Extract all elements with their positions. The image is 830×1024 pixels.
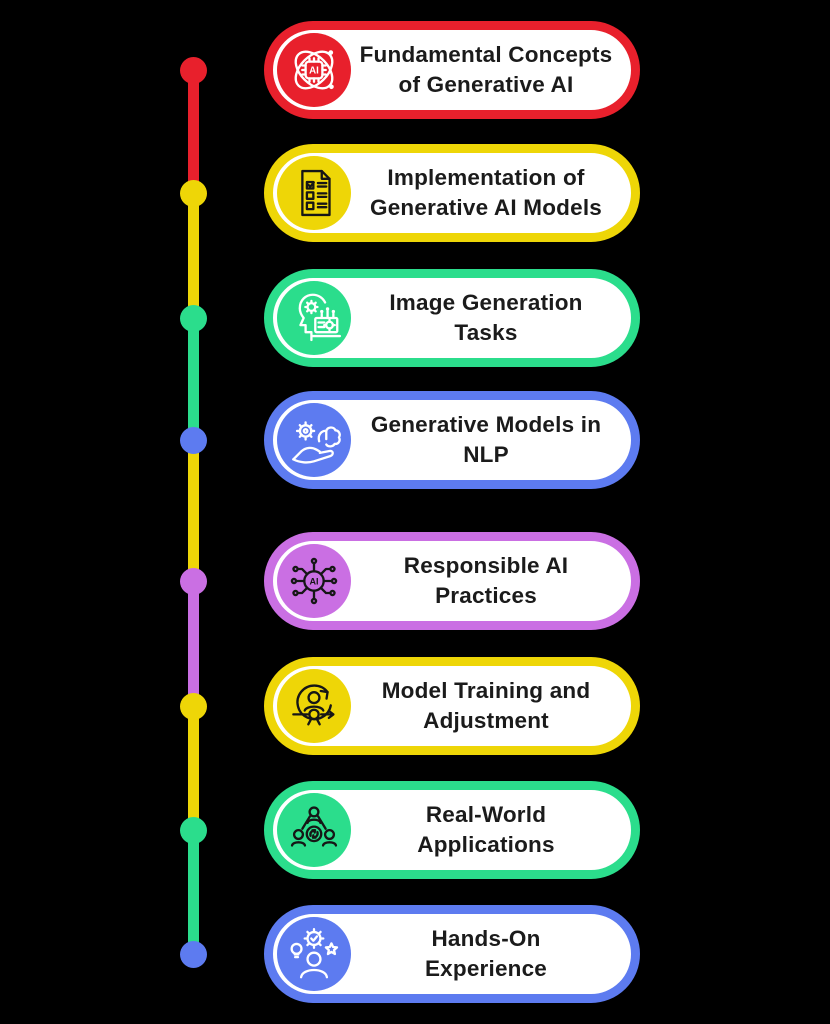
- card-title-line: NLP: [463, 442, 509, 467]
- person-skills-star-icon: [277, 917, 351, 991]
- timeline-card: AI Fundamental Concepts of Generative AI: [264, 21, 640, 119]
- timeline-dot: [180, 693, 207, 720]
- timeline-dot: [180, 57, 207, 84]
- ai-circuit-chip-icon: AI: [277, 544, 351, 618]
- timeline-segment: [188, 70, 199, 193]
- card-title-line: Tasks: [454, 320, 518, 345]
- card-title: Implementation of Generative AI Models: [351, 163, 631, 222]
- timeline-card: AI Responsible AI Practices: [264, 532, 640, 630]
- card-title: Image Generation Tasks: [351, 288, 631, 347]
- timeline-segment: [188, 318, 199, 440]
- card-title-line: Practices: [435, 583, 537, 608]
- card-title-line: of Generative AI: [398, 72, 574, 97]
- head-gear-screen-icon: [277, 281, 351, 355]
- timeline-card: Real-World Applications: [264, 781, 640, 879]
- timeline-dot: [180, 427, 207, 454]
- timeline-segment: [188, 193, 199, 318]
- timeline-dot: [180, 941, 207, 968]
- card-title-line: Image Generation: [389, 290, 583, 316]
- card-title-line: Implementation of: [387, 165, 585, 191]
- timeline-segment: [188, 706, 199, 830]
- timeline-dot: [180, 817, 207, 844]
- ai-chip-atom-icon: AI: [277, 33, 351, 107]
- timeline-dot: [180, 568, 207, 595]
- card-title: Fundamental Concepts of Generative AI: [351, 40, 631, 99]
- timeline-card: Implementation of Generative AI Models: [264, 144, 640, 242]
- card-title-line: Hands-On: [431, 926, 541, 952]
- timeline-card: Hands-On Experience: [264, 905, 640, 1003]
- timeline-segment: [188, 830, 199, 954]
- card-title-line: Adjustment: [423, 708, 549, 733]
- card-title-line: Fundamental Concepts: [359, 42, 613, 68]
- card-title-line: Responsible AI: [403, 553, 569, 579]
- hand-holding-brain-icon: [277, 403, 351, 477]
- timeline-card: Image Generation Tasks: [264, 269, 640, 367]
- card-title: Generative Models in NLP: [351, 410, 631, 469]
- card-title: Hands-On Experience: [351, 924, 631, 983]
- team-collaboration-icon: [277, 793, 351, 867]
- card-title-line: Model Training and: [381, 678, 591, 704]
- checklist-document-icon: [277, 156, 351, 230]
- svg-text:AI: AI: [309, 65, 319, 76]
- card-title-line: Applications: [417, 832, 555, 857]
- training-cycle-award-icon: [277, 669, 351, 743]
- timeline-dot: [180, 305, 207, 332]
- card-title-line: Real-World: [425, 802, 547, 828]
- svg-text:AI: AI: [309, 576, 318, 586]
- timeline-dot: [180, 180, 207, 207]
- timeline-card: Generative Models in NLP: [264, 391, 640, 489]
- timeline-card: Model Training and Adjustment: [264, 657, 640, 755]
- card-title-line: Generative Models in: [370, 412, 602, 438]
- timeline-segment: [188, 440, 199, 581]
- card-title-line: Generative AI Models: [370, 195, 602, 220]
- card-title: Real-World Applications: [351, 800, 631, 859]
- timeline-segment: [188, 581, 199, 706]
- card-title-line: Experience: [424, 956, 548, 981]
- card-title: Responsible AI Practices: [351, 551, 631, 610]
- card-title: Model Training and Adjustment: [351, 676, 631, 735]
